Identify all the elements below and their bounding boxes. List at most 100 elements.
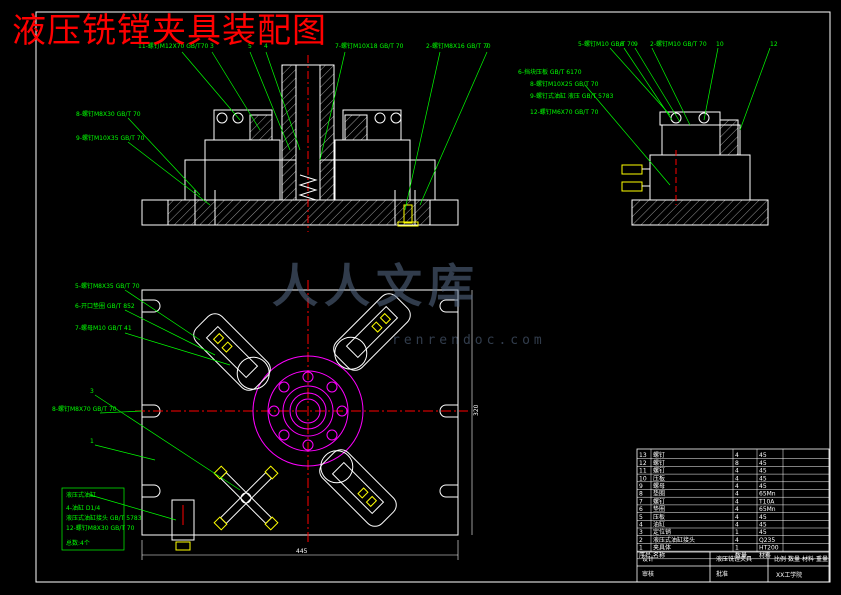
- parts-cell: 45: [759, 483, 767, 490]
- parts-cell: 压板: [653, 513, 665, 521]
- parts-cell: 11: [639, 468, 647, 475]
- parts-cell: 螺钉: [653, 459, 665, 467]
- cylinder-box-line2: 12-螺钉M8X30 GB/T 70: [66, 524, 135, 532]
- leader-lines: [89, 47, 771, 521]
- label-sl1: 8-螺钉M10X25 GB/T 70: [530, 80, 599, 88]
- parts-cell: 螺钉: [653, 497, 665, 505]
- parts-cell: 4: [735, 468, 739, 475]
- label-p0: 5-螺钉M8X35 GB/T 70: [75, 282, 140, 290]
- parts-cell: 4: [735, 483, 739, 490]
- parts-cell: 1: [639, 545, 643, 552]
- parts-cell: 2: [639, 537, 643, 544]
- parts-cell: 4: [735, 498, 739, 505]
- drawing-title: 液压铣镗夹具装配图: [12, 11, 327, 51]
- parts-cell: 45: [759, 522, 767, 529]
- parts-header-cell: 材料: [759, 551, 771, 559]
- title-block-row1: 审核: [642, 570, 654, 578]
- parts-cell: 13: [639, 452, 647, 459]
- parts-cell: 油缸: [653, 521, 665, 529]
- label-f2: 5: [248, 43, 252, 50]
- parts-cell: Q235: [759, 537, 775, 544]
- label-f6: 7: [485, 43, 489, 50]
- label-sl3: 12-螺钉M6X70 GB/T 70: [530, 108, 599, 116]
- parts-cell: 夹具体: [653, 544, 671, 552]
- plan-view-labels: 5-螺钉M8X35 GB/T 70 6-开口垫圈 GB/T 852 7-螺母M1…: [52, 282, 142, 551]
- parts-cell: 螺母: [653, 482, 665, 490]
- label-p1: 6-开口垫圈 GB/T 852: [75, 302, 135, 310]
- parts-cell: 4: [735, 452, 739, 459]
- title-block-row2: 批准: [716, 570, 728, 578]
- parts-cell: 7: [639, 498, 643, 505]
- cylinder-note-box: [61, 487, 125, 551]
- parts-cell: 5: [639, 514, 643, 521]
- parts-header-cell: 名称: [653, 551, 665, 559]
- side-view: [621, 111, 769, 226]
- parts-cell: 4: [735, 475, 739, 482]
- title-block-school: XX工学院: [776, 571, 802, 579]
- label-f3: 4: [264, 43, 268, 50]
- label-sl2: 9-螺钉式油缸 液压 GB/T 5783: [530, 92, 614, 100]
- width-dimension: 445: [296, 548, 308, 555]
- cylinder-box-line0: 4-油缸 D1/4: [66, 504, 100, 512]
- parts-cell: 6: [639, 506, 643, 513]
- parts-cell: 45: [759, 452, 767, 459]
- label-s5: 12: [770, 41, 778, 48]
- parts-cell: 4: [735, 537, 739, 544]
- parts-header-cell: 数量: [735, 551, 747, 559]
- parts-cell: 1: [735, 545, 739, 552]
- parts-header-cell: 序号: [639, 551, 651, 559]
- parts-cell: 压板: [653, 474, 665, 482]
- title-block-meta0: 比例: [774, 555, 786, 563]
- label-p3: 3: [90, 388, 94, 395]
- parts-cell: 8: [735, 460, 739, 467]
- label-p2: 7-螺母M10 GB/T 41: [75, 324, 132, 332]
- height-dimension: 320: [473, 404, 480, 416]
- label-f4: 7-螺钉M10X18 GB/T 70: [335, 42, 404, 50]
- plan-view: 445 320: [135, 280, 480, 560]
- title-block-meta3: 重量: [816, 555, 828, 563]
- title-block-name: 液压铣镗夹具: [716, 555, 752, 563]
- watermark: 人人文库: [272, 259, 480, 313]
- parts-cell: 4: [735, 506, 739, 513]
- watermark-sub: renrendoc.com: [392, 333, 546, 348]
- parts-cell: 10: [639, 475, 647, 482]
- label-s1: 8: [620, 41, 624, 48]
- parts-cell: 定位销: [653, 528, 671, 536]
- label-f0: 11-螺钉M12X70 GB/T70: [138, 42, 209, 50]
- parts-cell: 45: [759, 468, 767, 475]
- parts-cell: 4: [735, 491, 739, 498]
- drawing-border: [35, 11, 831, 583]
- label-s4: 10: [716, 41, 724, 48]
- label-s3: 2-螺钉M10 GB/T 70: [650, 40, 707, 48]
- label-fl0: 8-螺钉M8X30 GB/T 70: [76, 110, 141, 118]
- parts-cell: 3: [639, 529, 643, 536]
- title-block-row0: 设计: [642, 555, 654, 563]
- parts-cell: 65Mn: [759, 491, 776, 498]
- label-p4: 8-螺钉M8X70 GB/T 70: [52, 405, 117, 413]
- parts-cell: 45: [759, 514, 767, 521]
- front-view-labels: 11-螺钉M12X70 GB/T70 3 5 4 7-螺钉M10X18 GB/T…: [76, 42, 491, 142]
- parts-cell: 45: [759, 460, 767, 467]
- parts-cell: 4: [735, 514, 739, 521]
- parts-cell: T10A: [758, 498, 775, 505]
- parts-cell: 1: [735, 529, 739, 536]
- parts-cell: 12: [639, 460, 647, 467]
- front-view: [141, 55, 459, 232]
- title-block-meta1: 数量: [788, 555, 800, 563]
- label-sl0: 6-挡块压板 GB/T 6170: [518, 68, 582, 76]
- label-f5: 2-螺钉M8X16 GB/T 70: [426, 42, 491, 50]
- title-block-meta2: 材料: [802, 555, 814, 563]
- label-s2: 9: [634, 41, 638, 48]
- parts-cell: HT200: [759, 545, 779, 552]
- title-block: 液压铣镗夹具 XX工学院 设计 审核 批准 比例 数量 材料 重量: [637, 551, 829, 582]
- parts-cell: 45: [759, 475, 767, 482]
- parts-cell: 液压式油缸接头: [653, 536, 695, 544]
- parts-cell: 4: [735, 522, 739, 529]
- parts-cell: 垫圈: [653, 490, 665, 498]
- parts-cell: 螺钉: [653, 467, 665, 475]
- parts-cell: 65Mn: [759, 506, 776, 513]
- label-s0: 5-螺钉M10 GB/T 70: [578, 40, 635, 48]
- label-fl1: 9-螺钉M10X35 GB/T 70: [76, 134, 145, 142]
